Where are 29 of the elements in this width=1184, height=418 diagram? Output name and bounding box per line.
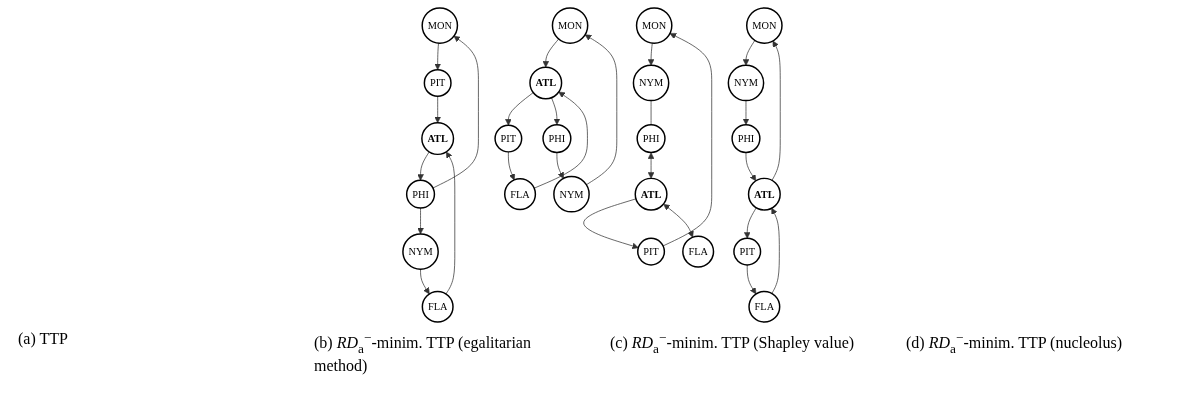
node-circle: MON — [745, 7, 783, 44]
node-circle: NYM — [727, 64, 764, 102]
node-circle: MON — [551, 7, 588, 44]
node-circle: PIT — [732, 237, 761, 266]
node-circle: PHI — [541, 123, 572, 154]
node-circle: NYM — [401, 233, 439, 270]
caption-text: (a) TTP — [18, 330, 69, 350]
node-circle: ATL — [747, 177, 781, 211]
node-circle: ATL — [528, 66, 562, 100]
node-circle: PHI — [405, 179, 435, 209]
node-circle: ATL — [420, 122, 454, 156]
caption-text: (b) RD$_{a}$$^{−}$-minim. TTP (egalitarian method) — [314, 330, 532, 375]
node-circle: FLA — [681, 235, 714, 268]
node-circle: PIT — [636, 237, 665, 266]
node-circle: PIT — [423, 68, 452, 97]
node-circle: NYM — [552, 175, 590, 213]
node-circle: FLA — [747, 290, 780, 323]
node-circle: MON — [421, 7, 458, 44]
node-circle: FLA — [503, 178, 536, 211]
node-circle: FLA — [421, 290, 454, 323]
node-circle: PHI — [730, 123, 761, 154]
node-circle: PHI — [636, 123, 666, 154]
node-circle: PIT — [493, 124, 522, 153]
node-circle: ATL — [634, 177, 668, 211]
caption-text: (c) RD$_{a}$$^{−}$-minim. TTP (Shapley value) — [610, 330, 856, 358]
caption-text: (d) RD$_{a}$$^{−}$-minim. TTP (nucleolus) — [906, 330, 1124, 358]
node-circle: MON — [635, 7, 673, 44]
connector — [650, 100, 651, 126]
node-circle: NYM — [632, 64, 669, 102]
